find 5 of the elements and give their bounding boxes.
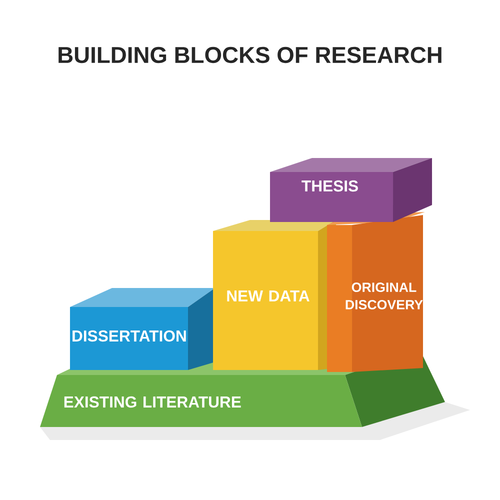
block: ORIGINAL DISCOVERY — [327, 212, 426, 372]
title: BUILDING BLOCKS OF RESEARCH — [58, 46, 442, 64]
block: THESIS — [270, 158, 432, 222]
block: DISSERTATION — [70, 288, 215, 370]
block: NEW DATA — [213, 220, 336, 370]
